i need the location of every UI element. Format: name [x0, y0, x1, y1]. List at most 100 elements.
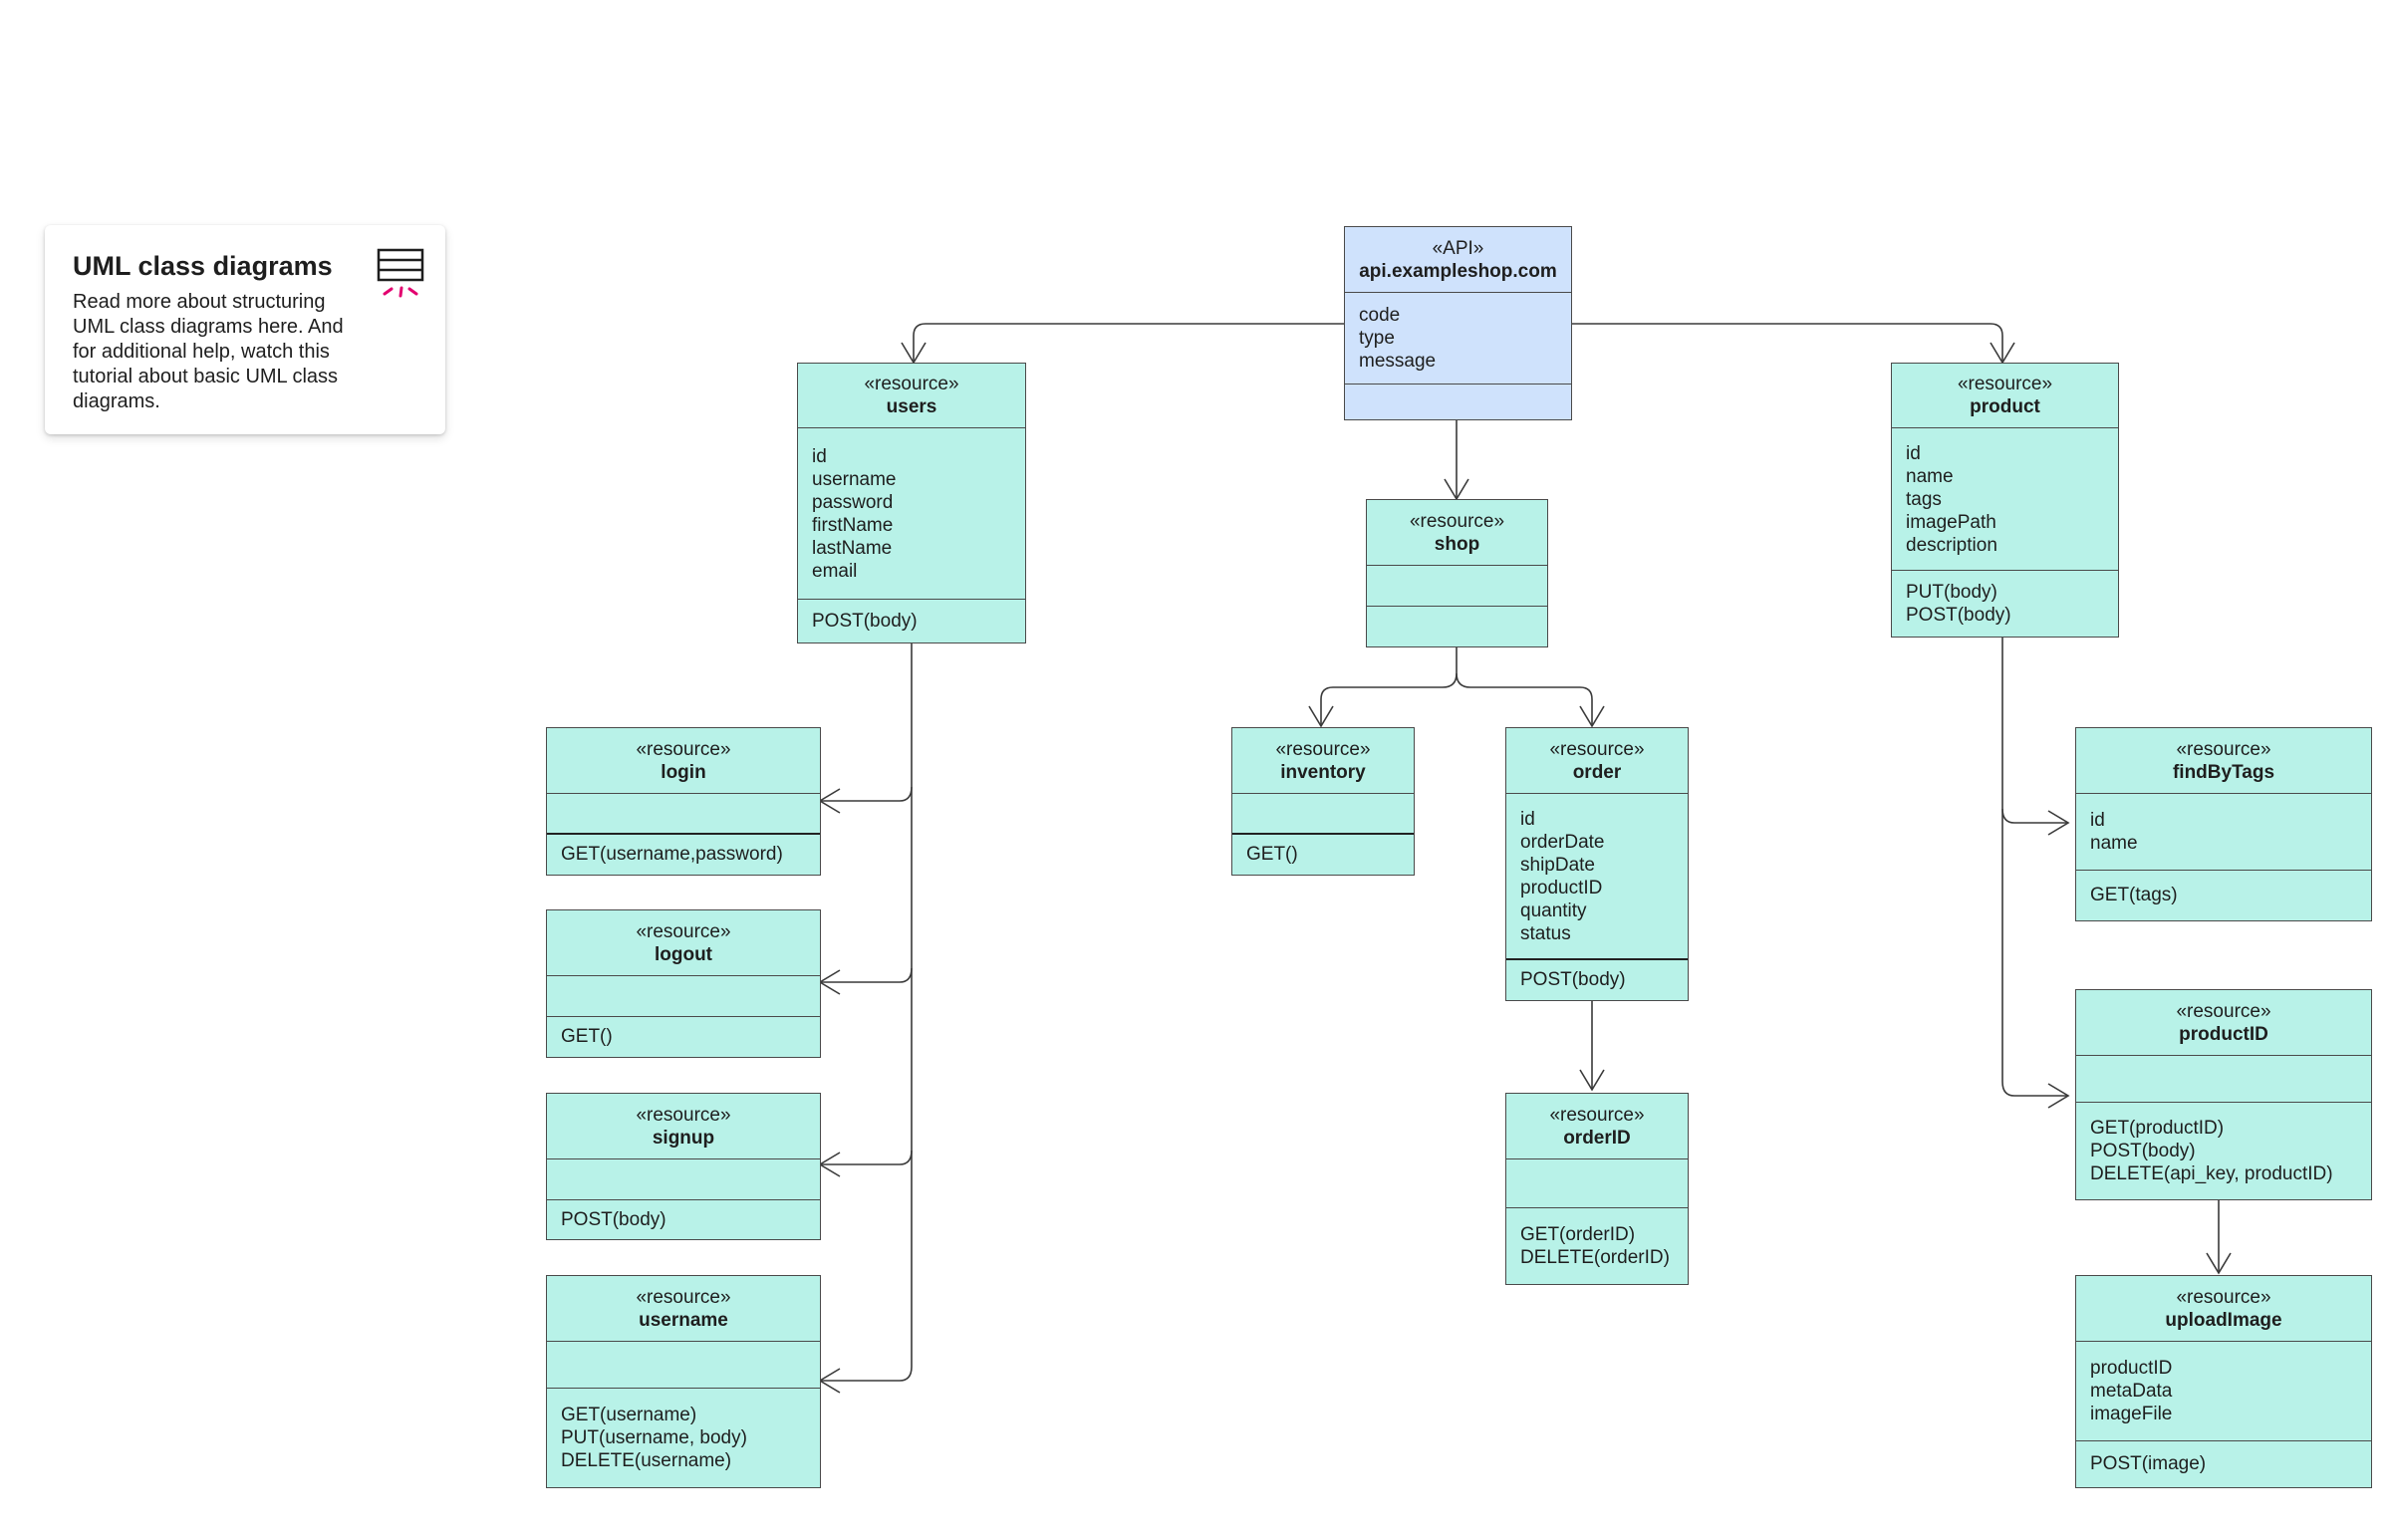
- operation: GET(): [1246, 844, 1298, 865]
- class-stereotype: «resource»: [1957, 374, 2053, 394]
- class-inventory[interactable]: «resource» inventory GET(): [1231, 727, 1415, 876]
- attribute: type: [1359, 328, 1395, 349]
- class-stereotype: «resource»: [636, 738, 731, 760]
- class-name: users: [886, 396, 937, 417]
- connector-shop-order[interactable]: [1456, 672, 1593, 726]
- connector-users-login[interactable]: [820, 786, 913, 802]
- class-attributes: [1232, 794, 1414, 835]
- class-header: «resource» productID: [2076, 990, 2371, 1056]
- arrowhead-login: [818, 788, 841, 814]
- attribute: quantity: [1520, 899, 1587, 921]
- class-header: «resource» inventory: [1232, 728, 1414, 794]
- arrowhead-shop: [1444, 478, 1469, 501]
- arrowhead-users: [901, 342, 927, 365]
- class-name: username: [639, 1309, 728, 1331]
- operation: GET(productID): [2090, 1117, 2225, 1139]
- operation: DELETE(username): [561, 1449, 732, 1471]
- class-operations: GET(username) PUT(username, body) DELETE…: [547, 1389, 820, 1486]
- class-product[interactable]: «resource» product id name tags imagePat…: [1891, 363, 2119, 638]
- class-name: uploadImage: [2165, 1309, 2282, 1331]
- class-operations: GET(tags): [2076, 871, 2371, 919]
- attribute: orderDate: [1520, 831, 1605, 853]
- class-header: «resource» findByTags: [2076, 728, 2371, 794]
- connector-api-users[interactable]: [913, 323, 1344, 363]
- arrowhead-productid: [2047, 1083, 2070, 1109]
- attribute: imagePath: [1906, 511, 1996, 533]
- class-username[interactable]: «resource» username GET(username) PUT(us…: [546, 1275, 821, 1488]
- connector-users-logout[interactable]: [820, 967, 913, 983]
- attribute: tags: [1906, 488, 1942, 510]
- class-attributes: code type message: [1345, 293, 1571, 385]
- class-name: productID: [2179, 1023, 2268, 1045]
- class-order[interactable]: «resource» order id orderDate shipDate p…: [1505, 727, 1689, 1001]
- class-header: «resource» logout: [547, 910, 820, 976]
- class-name: signup: [652, 1127, 715, 1149]
- class-stereotype: «API»: [1432, 237, 1484, 259]
- operation: DELETE(api_key, productID): [2090, 1162, 2333, 1184]
- class-logout[interactable]: «resource» logout GET(): [546, 909, 821, 1058]
- attribute: firstName: [812, 514, 894, 536]
- class-stereotype: «resource»: [2176, 738, 2271, 760]
- class-header: «resource» login: [547, 728, 820, 794]
- class-stereotype: «resource»: [636, 1286, 731, 1308]
- class-operations: [1345, 385, 1571, 418]
- info-card-title: UML class diagrams: [73, 251, 333, 281]
- class-stereotype: «resource»: [1549, 738, 1645, 760]
- arrowhead-findbytags: [2047, 810, 2070, 836]
- class-operations: GET(orderID) DELETE(orderID): [1506, 1208, 1688, 1283]
- class-api[interactable]: «API» api.exampleshop.com code type mess…: [1344, 226, 1572, 420]
- class-operations: POST(image): [2076, 1441, 2371, 1486]
- class-uploadimage[interactable]: «resource» uploadImage productID metaDat…: [2075, 1275, 2372, 1488]
- class-stereotype: «resource»: [636, 1104, 731, 1126]
- class-header: «resource» signup: [547, 1094, 820, 1159]
- class-operations: POST(body): [1506, 960, 1688, 999]
- class-stereotype: «resource»: [2176, 1286, 2271, 1308]
- class-shop[interactable]: «resource» shop: [1366, 499, 1548, 647]
- connector-users-signup[interactable]: [820, 1150, 913, 1165]
- class-name: shop: [1434, 533, 1480, 555]
- attribute: id: [2090, 810, 2105, 831]
- attribute: code: [1359, 305, 1401, 326]
- class-users[interactable]: «resource» users id username password fi…: [797, 363, 1026, 643]
- class-attributes: id name: [2076, 794, 2371, 871]
- operation: GET(username): [561, 1404, 697, 1425]
- class-header: «resource» users: [798, 364, 1025, 428]
- class-orderid[interactable]: «resource» orderID GET(orderID) DELETE(o…: [1505, 1093, 1689, 1285]
- class-attributes: id username password firstName lastName …: [798, 428, 1025, 600]
- operation: GET(username,password): [561, 844, 783, 865]
- operation: POST(body): [561, 1208, 666, 1230]
- operation: DELETE(orderID): [1520, 1246, 1670, 1268]
- connector-shop-inventory[interactable]: [1320, 672, 1458, 726]
- connector-product-productid[interactable]: [2001, 1081, 2068, 1097]
- arrowhead-logout: [818, 969, 841, 995]
- class-stereotype: «resource»: [1409, 510, 1505, 532]
- class-attributes: productID metaData imageFile: [2076, 1342, 2371, 1441]
- class-operations: GET(): [547, 1017, 820, 1056]
- class-signup[interactable]: «resource» signup POST(body): [546, 1093, 821, 1240]
- class-name: logout: [654, 943, 713, 965]
- connector-api-product[interactable]: [1569, 323, 2003, 363]
- class-stereotype: «resource»: [864, 374, 959, 394]
- info-card[interactable]: UML class diagrams Read more about struc…: [45, 225, 445, 434]
- attribute: shipDate: [1520, 854, 1595, 876]
- attribute: metaData: [2090, 1381, 2173, 1402]
- operation: GET(tags): [2090, 885, 2178, 905]
- arrowhead-uploadimage: [2206, 1252, 2232, 1275]
- class-findbytags[interactable]: «resource» findByTags id name GET(tags): [2075, 727, 2372, 921]
- attribute: productID: [2090, 1358, 2173, 1379]
- class-attributes: [547, 1342, 820, 1389]
- class-operations: GET(productID) POST(body) DELETE(api_key…: [2076, 1103, 2371, 1198]
- connector-users-username[interactable]: [820, 1366, 913, 1382]
- connector-product-findbytags[interactable]: [2001, 808, 2068, 824]
- operation: POST(body): [1520, 969, 1626, 990]
- class-header: «resource» product: [1892, 364, 2118, 428]
- class-login[interactable]: «resource» login GET(username,password): [546, 727, 821, 876]
- class-diagram-icon: [377, 248, 424, 298]
- operation: GET(): [561, 1026, 613, 1047]
- class-stereotype: «resource»: [2176, 1000, 2271, 1022]
- operation: PUT(body): [1906, 582, 1997, 603]
- class-header: «API» api.exampleshop.com: [1345, 227, 1571, 293]
- class-operations: POST(body): [798, 600, 1025, 642]
- attribute: name: [2090, 833, 2138, 854]
- class-productid[interactable]: «resource» productID GET(productID) POST…: [2075, 989, 2372, 1200]
